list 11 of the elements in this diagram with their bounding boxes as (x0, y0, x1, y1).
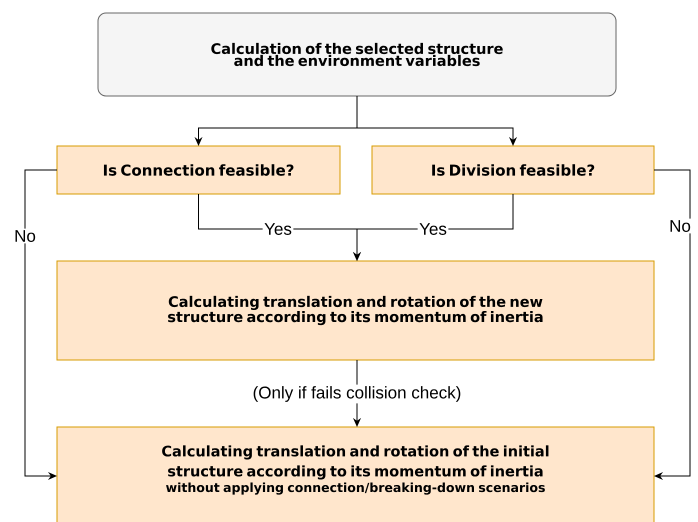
decision-box: Is Connection feasible? (56, 146, 340, 194)
edge-label: Yes (418, 222, 448, 236)
arrow (654, 170, 690, 480)
decision-box: Is Division feasible? (372, 146, 654, 194)
process-box: Calculating translation and rotation of the new structure according to its momentum of inertia (56, 260, 654, 360)
edge-label: Yes (262, 222, 294, 236)
edge-label: (Only if fails collision check) (251, 384, 463, 404)
edge-label: No (12, 228, 38, 244)
process-box: Calculation of the selected structure and the environment variables (98, 12, 616, 96)
process-box: Calculating translation and rotation of the initial structure according to its momentum of inertia without applying connection/breaking-down scenarios (56, 426, 654, 522)
edge-label: No (668, 218, 692, 234)
